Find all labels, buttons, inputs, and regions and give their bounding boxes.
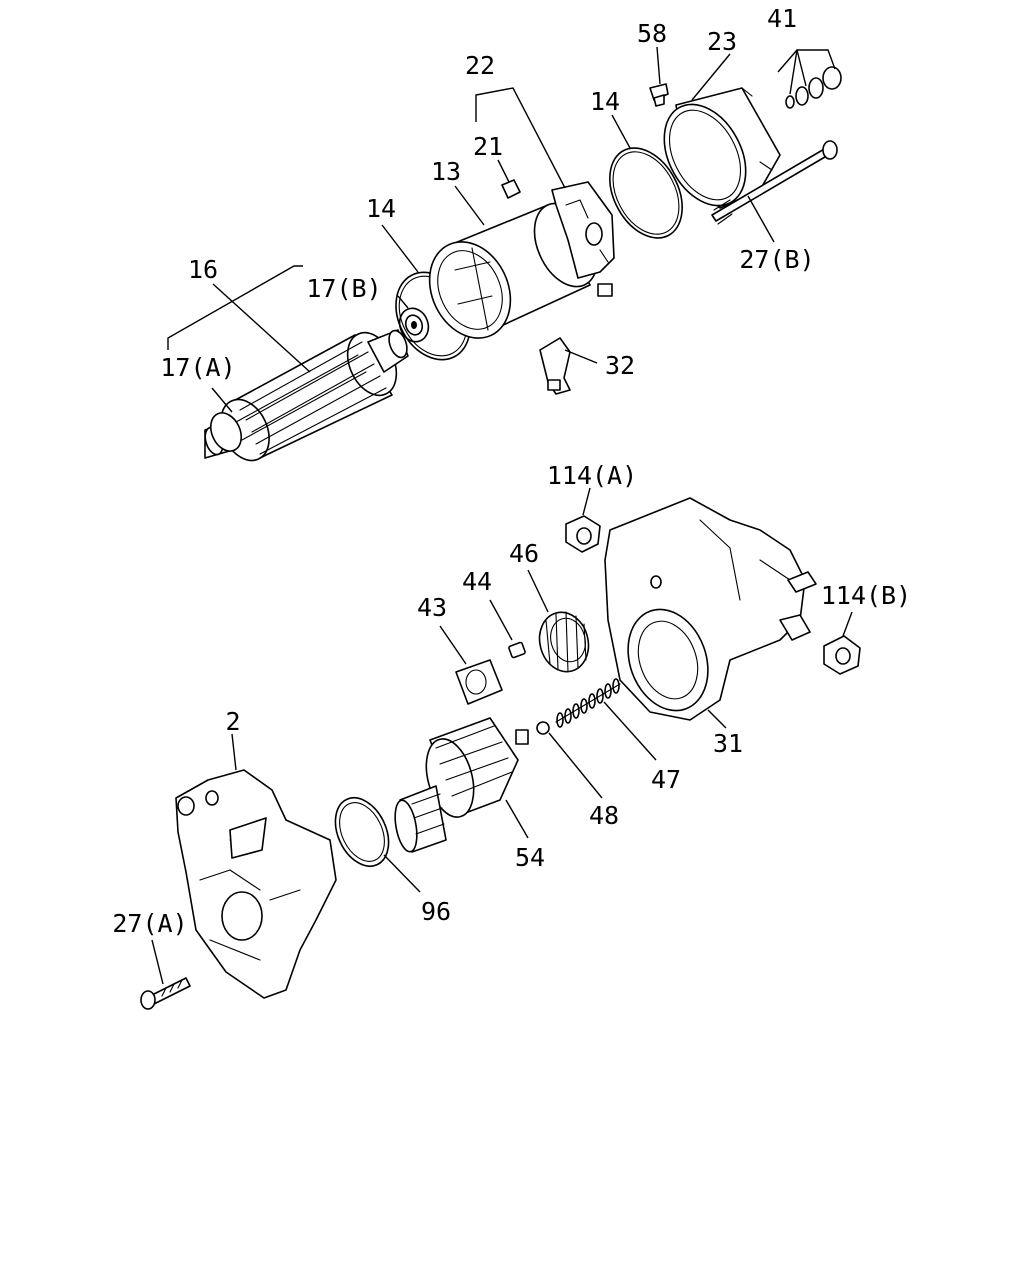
washer-set-part-41 (785, 66, 842, 109)
front-housing-part-2 (175, 769, 337, 999)
callout-46: 46 (509, 539, 539, 568)
callout-114b: 114(B) (821, 581, 911, 610)
nut-part-114a (565, 515, 601, 553)
callout-23: 23 (707, 27, 737, 56)
through-bolt-part-27b (711, 140, 838, 225)
callout-31: 31 (713, 729, 743, 758)
callout-27b: 27(B) (739, 245, 814, 274)
nut-part-114b (823, 635, 861, 675)
ball-part-48 (536, 721, 550, 735)
callout-41: 41 (767, 4, 797, 33)
callout-114a: 114(A) (547, 461, 637, 490)
spring-part-47 (555, 678, 621, 728)
leader-lines (151, 46, 853, 985)
o-ring-part-14-rear (609, 147, 683, 239)
callout-labels: 58 41 23 22 14 21 13 14 27(B) 16 17(B) 1… (112, 4, 911, 938)
bolt-part-27a (140, 977, 191, 1010)
callout-48: 48 (589, 801, 619, 830)
callout-32: 32 (605, 351, 635, 380)
callout-17b: 17(B) (306, 274, 381, 303)
callout-16: 16 (188, 255, 218, 284)
callout-21: 21 (473, 132, 503, 161)
callout-44: 44 (462, 567, 492, 596)
o-ring-part-96 (334, 797, 390, 867)
callout-22: 22 (465, 51, 495, 80)
callout-96: 96 (421, 897, 451, 926)
armature-part-16 (204, 329, 409, 462)
retainer-part-43 (455, 659, 503, 705)
callout-2: 2 (225, 707, 240, 736)
callout-14-front: 14 (366, 194, 396, 223)
brush-part-21 (501, 179, 521, 199)
rear-cover-part-23 (663, 87, 781, 209)
callout-47: 47 (651, 765, 681, 794)
idler-gear-part-46 (538, 611, 590, 673)
lead-part-32 (539, 337, 571, 395)
screw-part-58 (649, 83, 669, 107)
callout-43: 43 (417, 593, 447, 622)
callout-54: 54 (515, 843, 545, 872)
callout-14-rear: 14 (590, 87, 620, 116)
callout-17a: 17(A) (160, 353, 235, 382)
pin-part-44 (508, 641, 526, 659)
callout-58: 58 (637, 19, 667, 48)
brush-holder-part-22 (551, 181, 615, 297)
pinion-clutch-part-54 (394, 717, 529, 853)
callout-27a: 27(A) (112, 909, 187, 938)
gear-housing-part-31 (604, 497, 817, 721)
callout-13: 13 (431, 157, 461, 186)
